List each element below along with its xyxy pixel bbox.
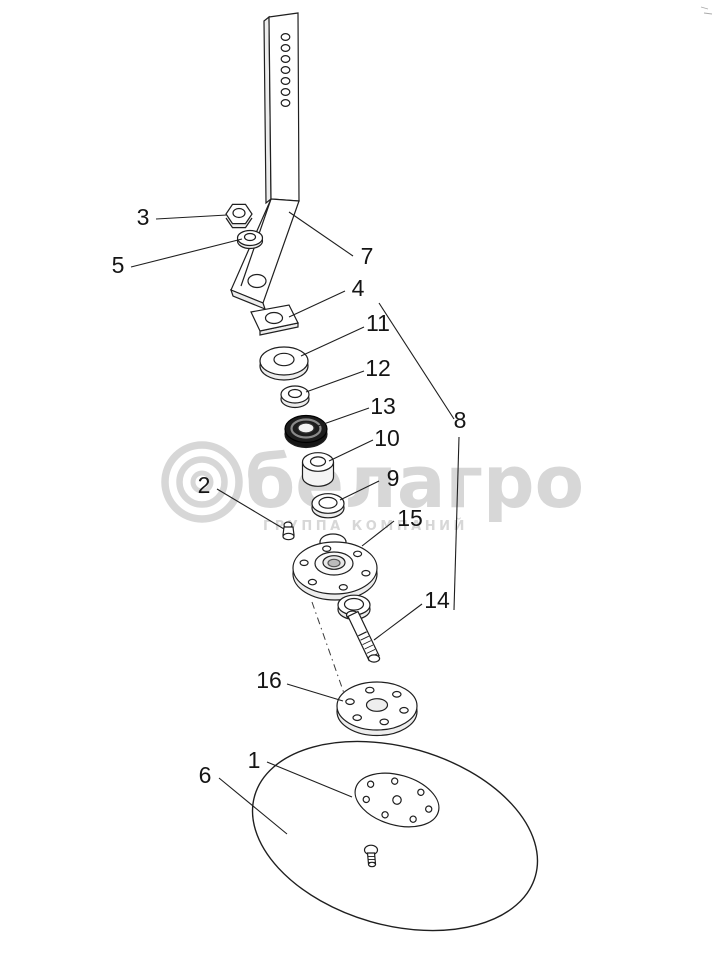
- leader-line-14: [373, 603, 423, 641]
- leader-line-10: [328, 439, 374, 462]
- shank-foot-hole: [247, 273, 267, 289]
- watermark-logo-icon: [161, 441, 243, 523]
- callout-9: 9: [387, 465, 400, 491]
- watermark-brand-text: белагро: [245, 440, 584, 524]
- leader-line-4: [288, 290, 346, 318]
- leader-line-16: [286, 683, 344, 702]
- leader-line-3: [155, 214, 228, 220]
- leader-line-13: [317, 407, 370, 427]
- leader-line-8-lower: [453, 436, 460, 611]
- leader-line-12: [305, 370, 365, 393]
- leader-line-11: [300, 326, 365, 357]
- leader-line-8-upper: [378, 302, 455, 420]
- part-bushing: [301, 452, 335, 487]
- hub-bolt-holes: [299, 545, 371, 591]
- part-hex-nut: [225, 203, 253, 229]
- callout-6: 6: [199, 762, 212, 788]
- callout-13: 13: [370, 393, 396, 419]
- callout-2: 2: [198, 472, 211, 498]
- callout-15: 15: [397, 505, 423, 531]
- leader-line-9: [339, 480, 380, 501]
- shank-adjustment-holes: [280, 32, 291, 107]
- callout-14: 14: [424, 587, 450, 613]
- part-grease-fitting: [282, 521, 295, 541]
- part-disc-blade: [251, 740, 539, 932]
- callout-7: 7: [361, 243, 374, 269]
- watermark: белагро ГРУППА КОМПАНИЙ: [161, 440, 584, 534]
- callout-10: 10: [374, 425, 400, 451]
- part-shank: [230, 12, 300, 311]
- part-washer-12: [280, 385, 310, 409]
- callout-3: 3: [137, 204, 150, 230]
- part-washer-5: [236, 229, 264, 250]
- callout-labels: 3 5 7 4 11 12 13 10 8 2 9 15 14 16 1 6: [112, 204, 467, 788]
- leader-line-5: [130, 238, 243, 268]
- leader-line-7: [288, 211, 354, 257]
- part-spindle: [337, 594, 381, 663]
- parts-layer: [225, 12, 539, 932]
- assembly-axis-lines: [311, 601, 347, 700]
- callout-8: 8: [454, 407, 467, 433]
- part-center-plate: [354, 772, 440, 828]
- callout-4: 4: [352, 275, 365, 301]
- part-disc-flange: [336, 681, 418, 737]
- part-clamp-plate: [250, 304, 299, 336]
- leader-line-2: [216, 488, 285, 530]
- part-washer-11: [259, 346, 309, 381]
- callout-16: 16: [256, 667, 282, 693]
- axis-dash-line: [311, 601, 347, 700]
- callout-11: 11: [366, 310, 390, 336]
- leader-lines: [130, 211, 460, 835]
- leader-line-6: [218, 777, 288, 835]
- center-plate-holes: [362, 777, 433, 823]
- watermark-tagline-text: ГРУППА КОМПАНИЙ: [263, 518, 468, 534]
- part-bearing-seal: [284, 414, 328, 449]
- corner-artifact: [700, 6, 713, 15]
- flange-bolt-holes: [345, 686, 409, 726]
- leader-line-1: [266, 761, 353, 798]
- part-ring-9: [311, 493, 345, 519]
- leader-line-15: [361, 520, 395, 547]
- part-hub-flange: [292, 533, 378, 601]
- callout-12: 12: [365, 355, 391, 381]
- part-small-bolt: [363, 844, 379, 868]
- callout-5: 5: [112, 252, 125, 278]
- callout-1: 1: [248, 747, 261, 773]
